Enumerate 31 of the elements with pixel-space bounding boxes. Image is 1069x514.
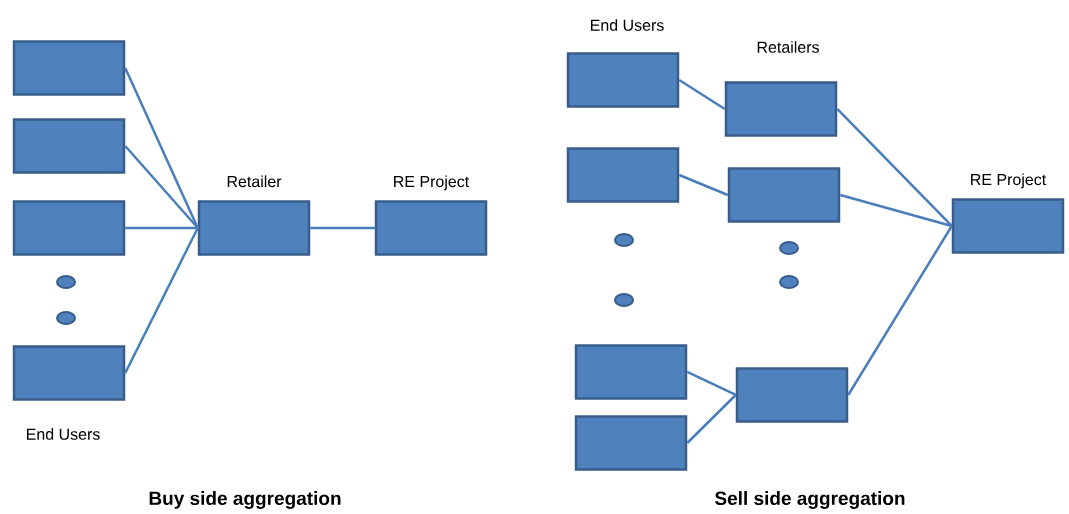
node-heading: RE Project: [394, 175, 470, 191]
process-box: [12, 40, 126, 96]
connector-line: [686, 394, 737, 444]
caption: Sell side aggregation: [715, 491, 905, 509]
group-label: Retailers: [757, 41, 819, 53]
connector-line: [847, 225, 953, 396]
process-box: [724, 81, 838, 137]
group-label: End Users: [590, 19, 664, 31]
connector-line: [125, 226, 198, 230]
node-heading: Retailer: [227, 175, 282, 188]
process-box: [566, 147, 680, 203]
process-box: [12, 200, 126, 256]
process-box: [12, 345, 126, 401]
connector-line: [678, 78, 726, 111]
connector-line: [678, 173, 729, 197]
process-box: [735, 367, 849, 423]
connector-line: [839, 193, 953, 228]
connector-line: [124, 67, 199, 229]
process-box: [566, 52, 680, 108]
connector-line: [686, 370, 737, 397]
connector-line: [836, 108, 953, 227]
connector-line: [124, 145, 199, 229]
process-box: [727, 167, 841, 223]
connector-line: [310, 226, 375, 230]
group-label: End Users: [27, 428, 100, 440]
process-box: [574, 344, 688, 400]
node-heading: RE Project: [971, 173, 1047, 189]
process-box: [574, 415, 688, 471]
process-box: [12, 118, 126, 174]
caption: Buy side aggregation: [149, 491, 341, 509]
connector-line: [124, 227, 199, 374]
